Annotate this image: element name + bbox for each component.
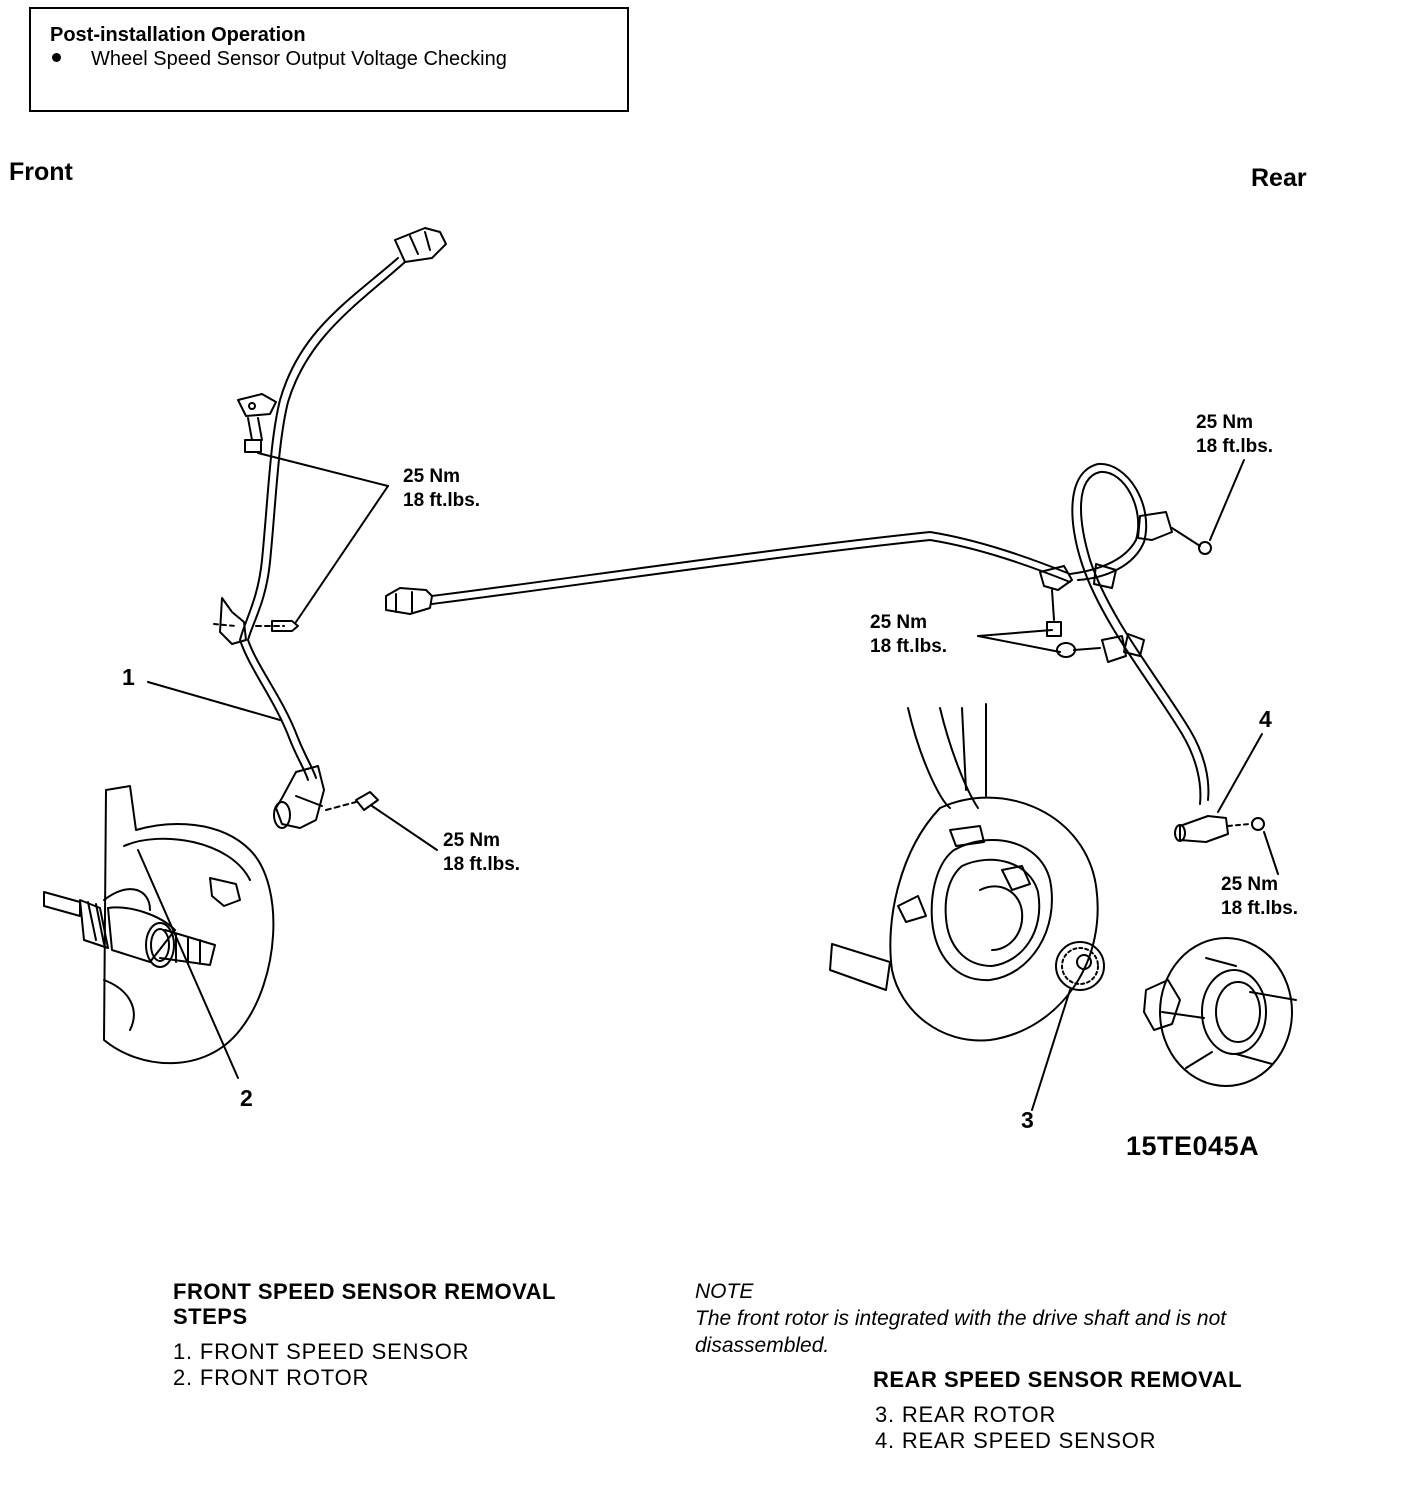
torque-nm: 25 Nm (403, 466, 461, 487)
post-installation-item: Wheel Speed Sensor Output Voltage Checki… (52, 48, 507, 71)
torque-nm: 25 Nm (870, 612, 928, 633)
front-connector (394, 227, 447, 263)
callout-1: 1 (122, 664, 135, 690)
note-block: NOTE The front rotor is integrated with … (695, 1278, 1375, 1359)
rear-trailing-arm (829, 703, 987, 991)
callout-3: 3 (1021, 1107, 1034, 1133)
front-knuckle (103, 785, 275, 1065)
torque-spec-rear-sensor: 25 Nm 18 ft.lbs. (1221, 873, 1298, 921)
rear-removal-heading: REAR SPEED SENSOR REMOVAL (873, 1367, 1243, 1392)
rear-backing-plate (889, 796, 1099, 1042)
rear-rotor (1055, 941, 1105, 991)
torque-spec-front-upper: 25 Nm 18 ft.lbs. (403, 465, 480, 513)
rear-speed-sensor (1174, 815, 1265, 843)
torque-ftlbs: 18 ft.lbs. (443, 854, 521, 875)
front-harness-cable (239, 257, 406, 781)
front-upper-bracket (237, 393, 277, 453)
front-step-1: 1. FRONT SPEED SENSOR (173, 1339, 470, 1364)
note-label: NOTE (695, 1280, 754, 1303)
front-label: Front (9, 158, 73, 186)
front-removal-heading-line2: STEPS (173, 1304, 248, 1329)
torque-ftlbs: 18 ft.lbs. (403, 490, 481, 511)
bullet-icon (52, 53, 61, 62)
front-driveshaft (43, 891, 216, 968)
torque-nm: 25 Nm (1221, 874, 1279, 895)
note-text-line1: The front rotor is integrated with the d… (695, 1307, 1227, 1330)
post-installation-title: Post-installation Operation (50, 24, 306, 46)
rear-connector (385, 587, 433, 615)
figure-code: 15TE045A (1126, 1131, 1260, 1161)
post-installation-box (29, 7, 629, 112)
rear-label: Rear (1251, 164, 1307, 192)
torque-nm: 25 Nm (443, 830, 501, 851)
front-mid-bracket (213, 597, 299, 645)
torque-ftlbs: 18 ft.lbs. (870, 636, 948, 657)
note-text-line2: disassembled. (695, 1334, 830, 1357)
rear-torque-leaders (977, 459, 1279, 1111)
rear-harness-cable (431, 462, 1210, 805)
rear-hub (1143, 937, 1297, 1087)
post-installation-item-text: Wheel Speed Sensor Output Voltage Checki… (91, 48, 507, 70)
torque-spec-rear-mid: 25 Nm 18 ft.lbs. (870, 611, 947, 659)
torque-spec-front-sensor: 25 Nm 18 ft.lbs. (443, 829, 520, 877)
callout-4: 4 (1259, 706, 1272, 732)
torque-ftlbs: 18 ft.lbs. (1196, 436, 1274, 457)
front-torque-leaders (137, 452, 438, 1079)
callout-2: 2 (240, 1085, 253, 1111)
rear-step-3: 3. REAR ROTOR (875, 1402, 1057, 1427)
rear-brackets (1039, 511, 1212, 663)
front-speed-sensor (273, 765, 379, 829)
front-removal-heading: FRONT SPEED SENSOR REMOVAL STEPS (173, 1279, 556, 1329)
torque-nm: 25 Nm (1196, 412, 1254, 433)
rear-step-4: 4. REAR SPEED SENSOR (875, 1428, 1157, 1453)
front-step-2: 2. FRONT ROTOR (173, 1365, 370, 1390)
front-removal-heading-line1: FRONT SPEED SENSOR REMOVAL (173, 1279, 556, 1304)
torque-spec-rear-upper: 25 Nm 18 ft.lbs. (1196, 411, 1273, 459)
torque-ftlbs: 18 ft.lbs. (1221, 898, 1299, 919)
